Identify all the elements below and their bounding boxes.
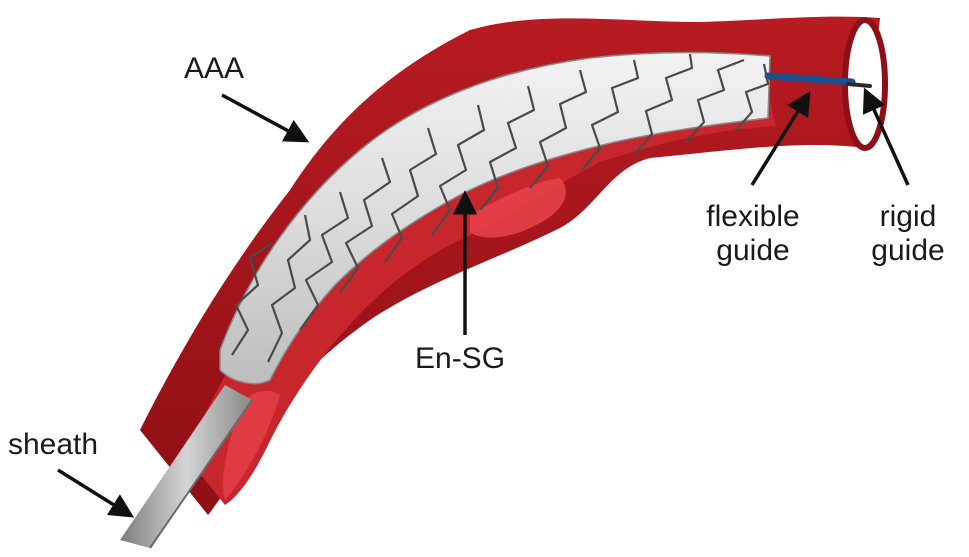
flexible-guide-label: flexible guide <box>688 200 818 268</box>
rigid-guide-arrow <box>862 87 910 186</box>
sheath-arrow <box>57 468 135 518</box>
flexible-guide-arrow <box>750 90 811 186</box>
sheath-tube-edge <box>149 399 253 549</box>
en-sg-label: En-SG <box>415 342 506 375</box>
aaa-label: AAA <box>184 52 245 85</box>
vessel-outer-wall <box>140 16 880 516</box>
aaa-arrow <box>221 93 310 143</box>
rigid-guide-label: rigid guide <box>858 200 958 268</box>
vessel-highlight-lower <box>470 178 566 238</box>
flexible-guide-label-line1: flexible <box>706 200 800 233</box>
rigid-guide-label-line1: rigid <box>879 200 937 233</box>
sheath-label: sheath <box>8 428 99 461</box>
flexible-guide-label-line2: guide <box>716 234 790 267</box>
rigid-guide-wire <box>846 82 872 88</box>
flexible-guide-wire <box>764 72 856 86</box>
sheath-tube <box>120 385 252 548</box>
stent-wire-rings <box>231 53 770 363</box>
rigid-guide-label-line2: guide <box>871 234 945 267</box>
